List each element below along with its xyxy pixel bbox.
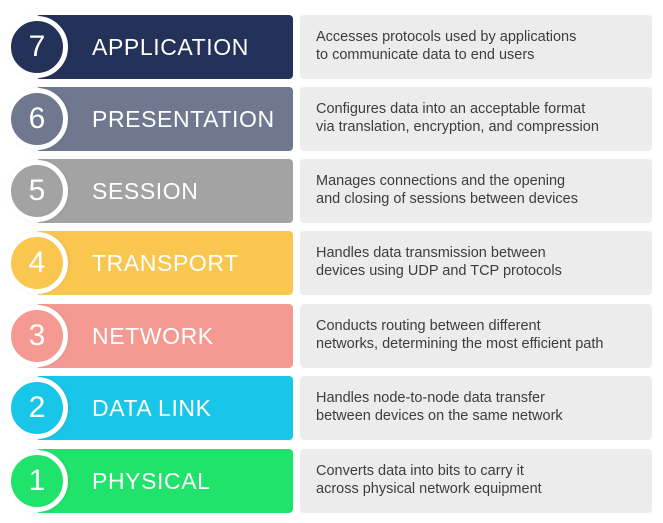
layer-7-application: 7 APPLICATION Accesses protocols used by… bbox=[0, 15, 663, 79]
layer-3-network: 3 NETWORK Conducts routing between diffe… bbox=[0, 304, 663, 368]
layer-7-description-line-2: to communicate data to end users bbox=[316, 47, 535, 63]
layer-4-description: Handles data transmission between device… bbox=[300, 231, 652, 295]
layer-4-description-line-2: devices using UDP and TCP protocols bbox=[316, 263, 562, 279]
layer-2-number-badge: 2 bbox=[6, 377, 68, 439]
layer-2-description-line-1: Handles node-to-node data transfer bbox=[316, 390, 545, 406]
layer-2-description: Handles node-to-node data transfer betwe… bbox=[300, 376, 652, 440]
layer-7-bar bbox=[36, 15, 293, 79]
layer-6-name: PRESENTATION bbox=[92, 106, 275, 132]
layer-6-description: Configures data into an acceptable forma… bbox=[300, 87, 652, 151]
layer-2-bar bbox=[36, 376, 293, 440]
layer-6-description-line-1: Configures data into an acceptable forma… bbox=[316, 101, 586, 117]
layer-1-bar bbox=[36, 449, 293, 513]
layer-7-number-badge: 7 bbox=[6, 16, 68, 78]
layer-4-description-line-1: Handles data transmission between bbox=[316, 245, 546, 261]
layer-7-description: Accesses protocols used by applications … bbox=[300, 15, 652, 79]
layer-1-description: Converts data into bits to carry it acro… bbox=[300, 449, 652, 513]
layer-1-description-line-1: Converts data into bits to carry it bbox=[316, 463, 524, 479]
layer-3-name: NETWORK bbox=[92, 323, 214, 349]
layer-2-name: DATA LINK bbox=[92, 395, 212, 421]
layer-2-data-link: 2 DATA LINK Handles node-to-node data tr… bbox=[0, 376, 663, 440]
layer-4-name: TRANSPORT bbox=[92, 250, 239, 276]
layer-3-number-badge: 3 bbox=[6, 305, 68, 367]
layer-1-name: PHYSICAL bbox=[92, 468, 211, 494]
layer-1-physical: 1 PHYSICAL Converts data into bits to ca… bbox=[0, 449, 663, 513]
layer-6-presentation: 6 PRESENTATION Configures data into an a… bbox=[0, 87, 663, 151]
layer-3-description-line-2: networks, determining the most efficient… bbox=[316, 336, 604, 352]
layer-5-description-line-1: Manages connections and the opening bbox=[316, 173, 566, 189]
layer-3-description-line-1: Conducts routing between different bbox=[316, 318, 541, 334]
layer-7-description-line-1: Accesses protocols used by applications bbox=[316, 29, 577, 45]
layer-3-bar bbox=[36, 304, 293, 368]
layer-6-number-badge: 6 bbox=[6, 88, 68, 150]
layer-5-description-line-2: and closing of sessions between devices bbox=[316, 191, 578, 207]
layer-4-number-badge: 4 bbox=[6, 232, 68, 294]
layer-5-session: 5 SESSION Manages connections and the op… bbox=[0, 159, 663, 223]
layer-5-number-badge: 5 bbox=[6, 160, 68, 222]
layer-4-transport: 4 TRANSPORT Handles data transmission be… bbox=[0, 231, 663, 295]
layer-6-bar bbox=[36, 87, 293, 151]
layer-2-description-line-2: between devices on the same network bbox=[316, 408, 563, 424]
layer-1-number-badge: 1 bbox=[6, 450, 68, 512]
layer-3-description: Conducts routing between different netwo… bbox=[300, 304, 652, 368]
layer-5-description: Manages connections and the opening and … bbox=[300, 159, 652, 223]
layer-5-bar bbox=[36, 159, 293, 223]
layer-4-bar bbox=[36, 231, 293, 295]
layer-7-name: APPLICATION bbox=[92, 34, 249, 60]
layer-6-description-line-2: via translation, encryption, and compres… bbox=[316, 119, 599, 135]
layer-5-name: SESSION bbox=[92, 178, 199, 204]
layer-1-description-line-2: across physical network equipment bbox=[316, 481, 542, 497]
